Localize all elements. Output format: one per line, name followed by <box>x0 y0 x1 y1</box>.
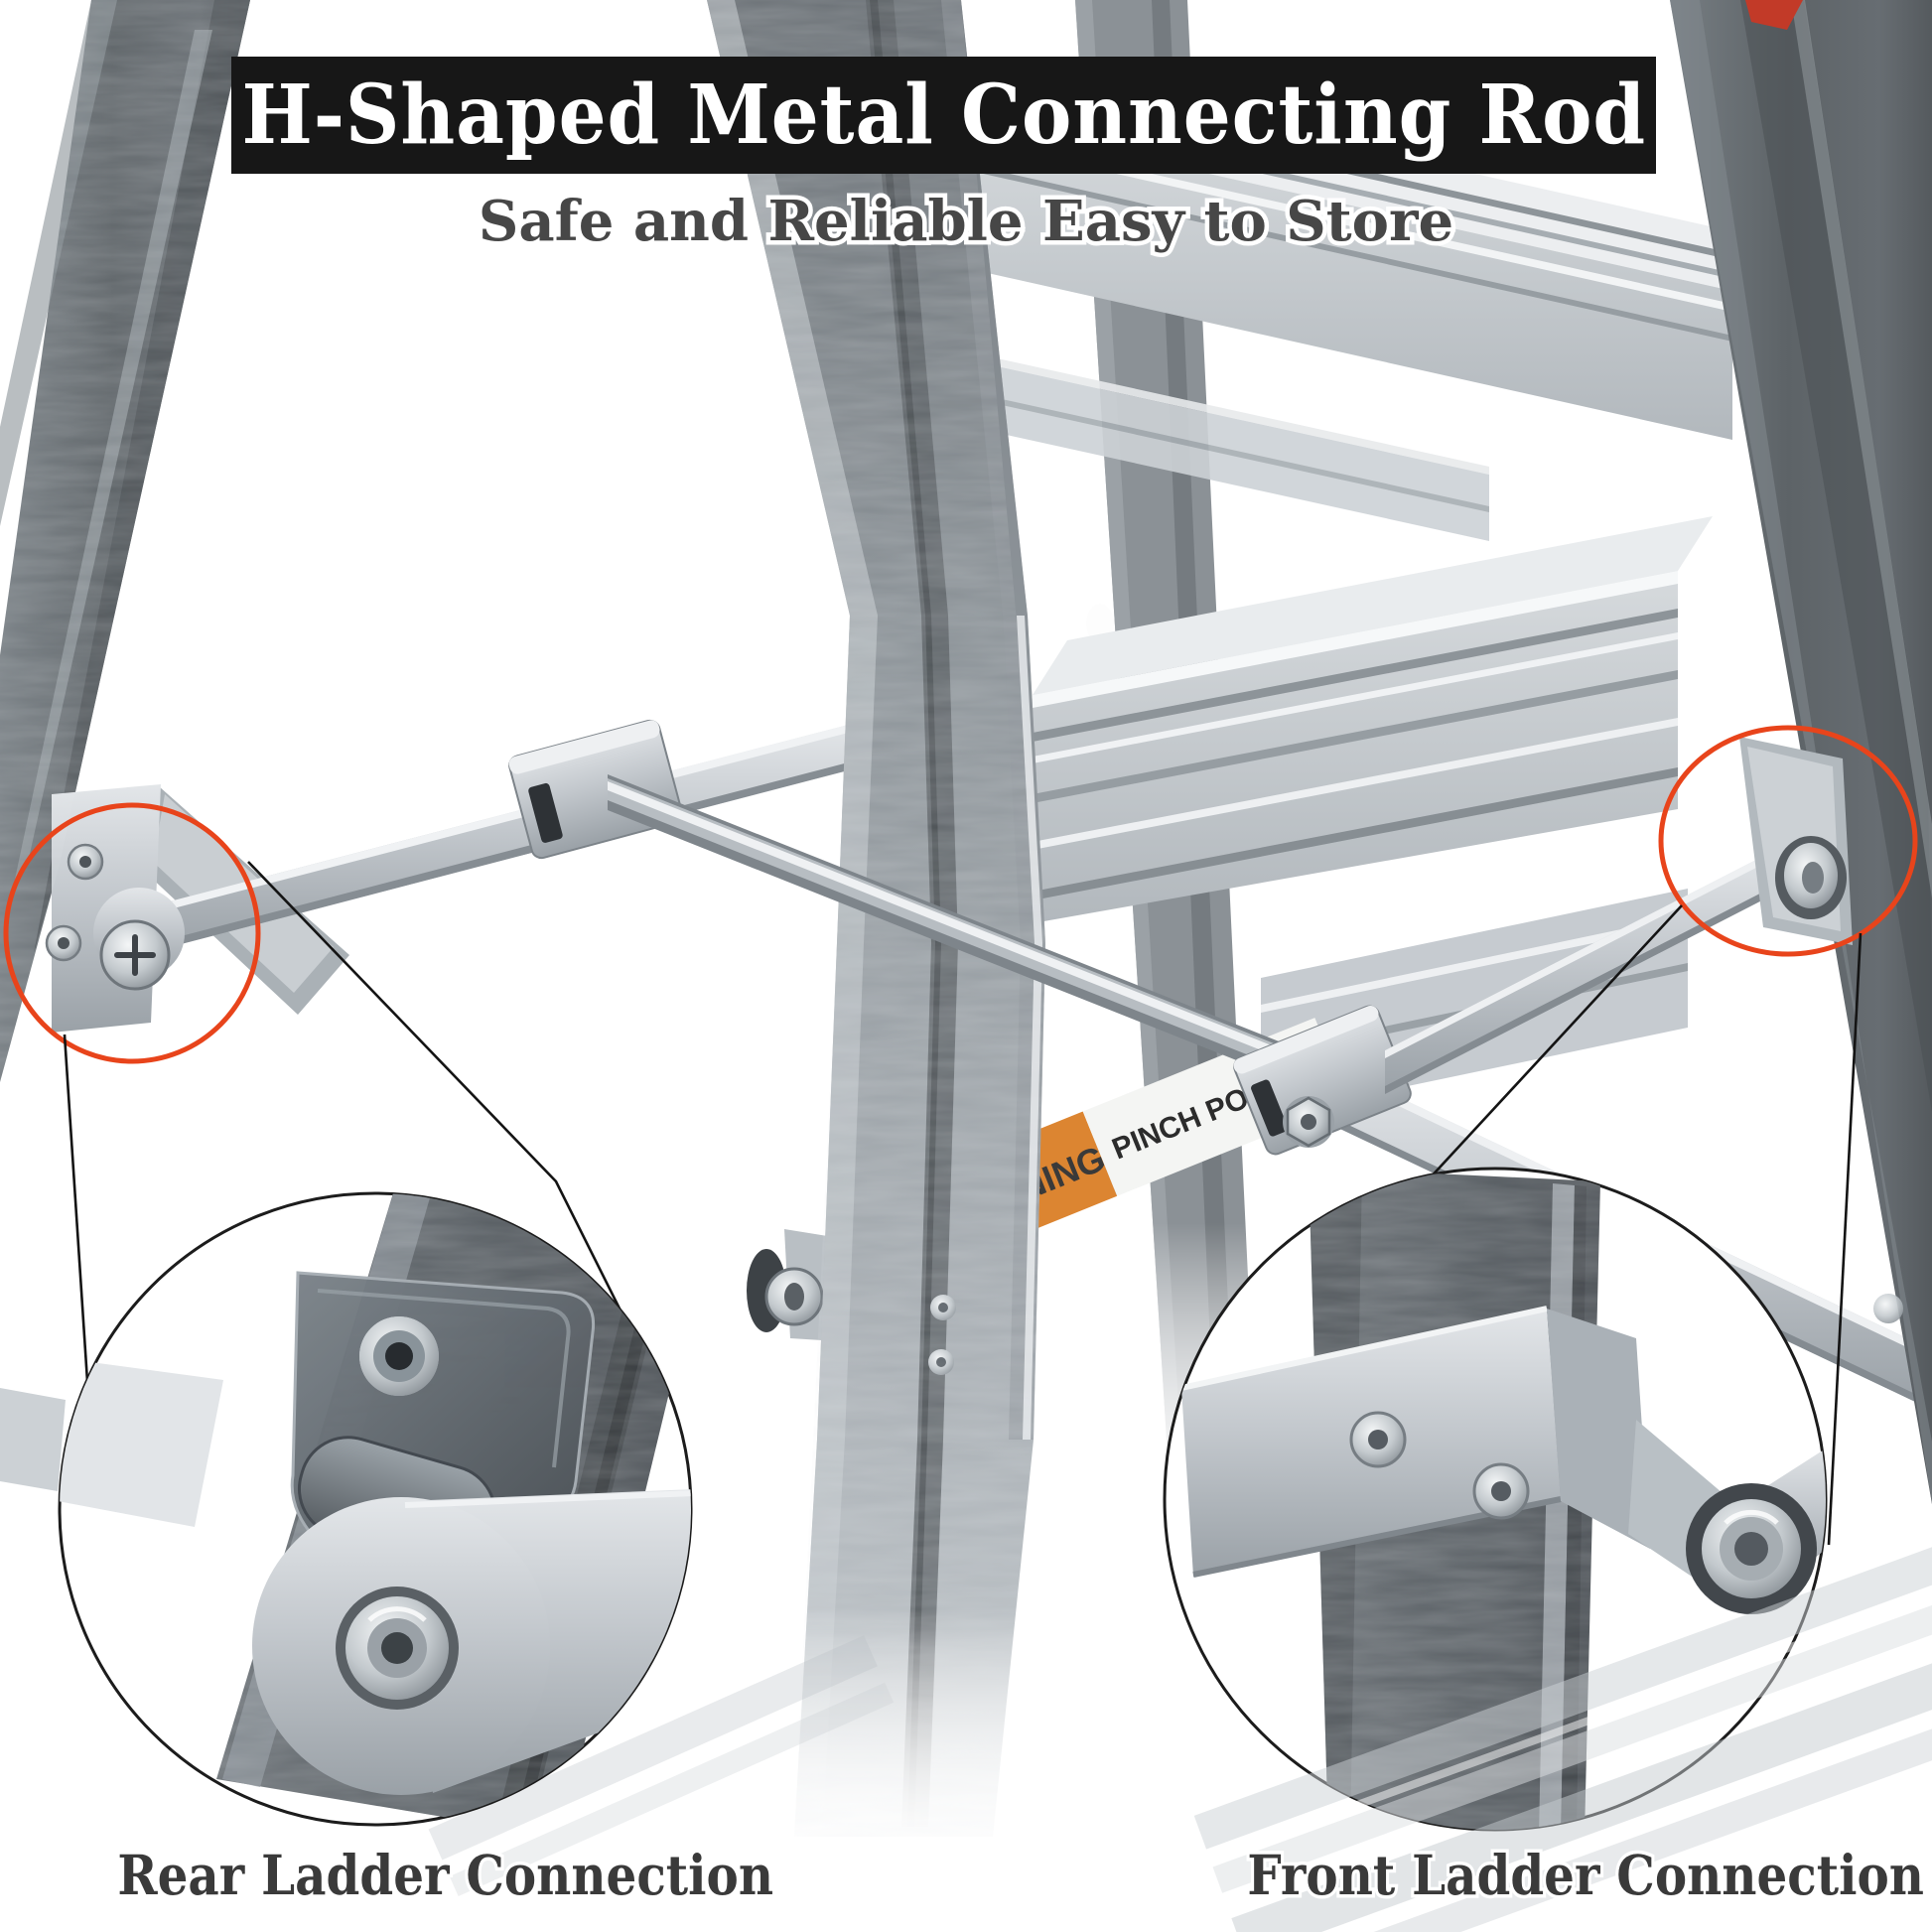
front-connection-bracket <box>1739 737 1853 945</box>
ghost-step-left <box>428 1635 895 1897</box>
subtitle: Safe and Reliable Easy to Store <box>474 185 1457 259</box>
sleeve-clamp-right <box>1233 1005 1412 1156</box>
warning-sticker <box>1745 0 1803 30</box>
caption-front-connection: Front Ladder Connection <box>1244 1840 1927 1911</box>
leader-line <box>63 1034 91 1413</box>
highlight-ring-right <box>1658 725 1918 957</box>
highlight-ring-left <box>3 802 261 1064</box>
ladder-step <box>993 357 1489 541</box>
ghost-steps-right <box>1193 1530 1932 1932</box>
caption-rear-connection: Rear Ladder Connection <box>114 1840 776 1911</box>
background-bar <box>0 1388 66 1491</box>
leader-line <box>1827 932 1863 1546</box>
ghost-step <box>60 1358 223 1527</box>
magnifier-left <box>58 1191 693 1827</box>
sleeve-clamp-left <box>508 719 683 860</box>
ladder-step-main <box>1033 516 1713 923</box>
title-banner: H-Shaped Metal Connecting Rod <box>231 57 1656 174</box>
connecting-rod <box>608 774 1326 1096</box>
page-title: H-Shaped Metal Connecting Rod <box>241 68 1646 163</box>
hex-bolt <box>1283 1096 1334 1148</box>
